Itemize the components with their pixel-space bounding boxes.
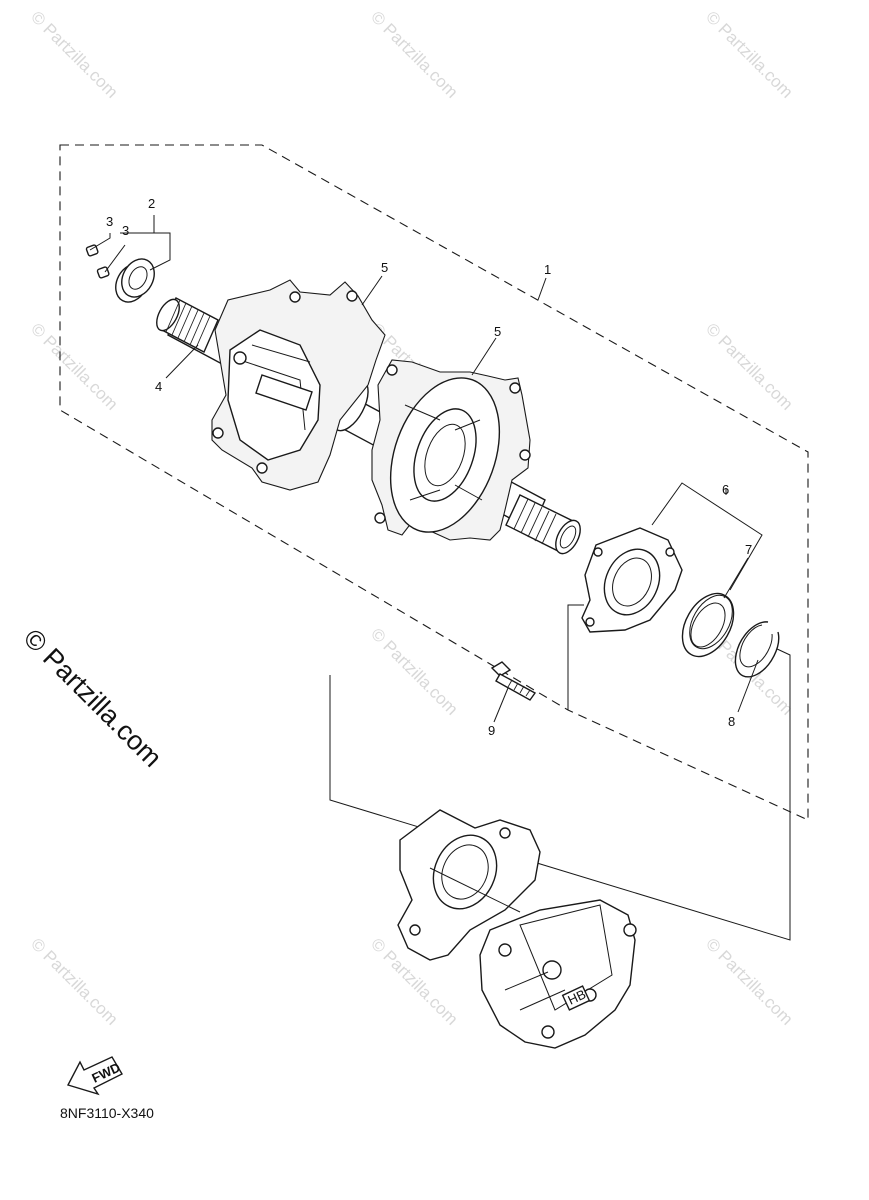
callout-7: 7: [745, 542, 752, 557]
fwd-arrow-icon: FWD: [66, 1056, 123, 1096]
callout-5: 5: [381, 260, 388, 275]
bearing: [115, 258, 155, 303]
watermark: © Partzilla.com: [702, 934, 796, 1028]
brake-bracket: [397, 809, 541, 961]
leader-lines: [89, 215, 763, 723]
reference-outline: [329, 604, 791, 941]
side-watermark: © Partzilla.com: [18, 623, 168, 773]
circlip: [734, 621, 780, 678]
bearing-housing: [581, 527, 683, 633]
watermark: © Partzilla.com: [702, 7, 796, 101]
callout-5: 5: [494, 324, 501, 339]
assembly-boundary: [59, 144, 809, 821]
callout-4: 4: [155, 379, 162, 394]
callouts: 1 2 3 3 4 5 5 6 7 8 9: [106, 196, 752, 738]
left-spline: [156, 297, 219, 353]
callout-3: 3: [106, 214, 113, 229]
sprocket-left: [211, 279, 386, 491]
watermark: © Partzilla.com: [367, 624, 461, 718]
callout-8: 8: [728, 714, 735, 729]
plug-upper: [85, 244, 99, 257]
oil-seal: [681, 592, 735, 658]
watermark: © Partzilla.com: [702, 319, 796, 413]
bolt: [490, 661, 537, 701]
callout-2: 2: [148, 196, 155, 211]
callout-1: 1: [544, 262, 551, 277]
brake-caliper: HB: [479, 899, 637, 1049]
callout-9: 9: [488, 723, 495, 738]
watermark: © Partzilla.com: [27, 319, 121, 413]
watermark: © Partzilla.com: [367, 7, 461, 101]
plug-lower: [96, 266, 110, 279]
reference-leader: [429, 867, 521, 913]
callout-3: 3: [122, 223, 129, 238]
right-spline: [505, 494, 581, 555]
caliper-marking: HB: [565, 986, 588, 1007]
watermark: © Partzilla.com: [27, 934, 121, 1028]
callout-6: 6: [722, 482, 729, 497]
sprocket-right: [371, 359, 531, 541]
watermark: © Partzilla.com: [27, 7, 121, 101]
diagram-code: 8NF3110-X340: [60, 1105, 154, 1121]
